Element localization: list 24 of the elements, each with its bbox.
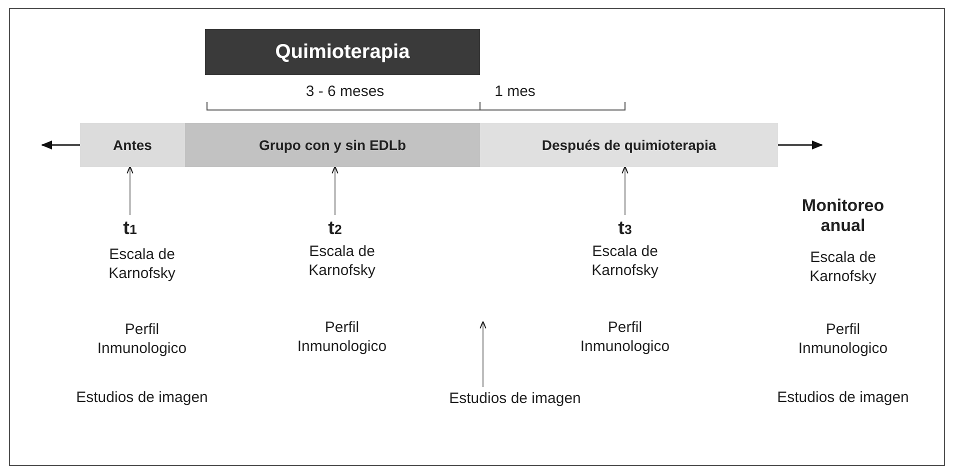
measurement-text: Escala de Karnofsky [108,245,176,283]
arrow [622,166,628,216]
timeline-segment: Grupo con y sin EDLb [185,123,480,167]
duration-label: 3 - 6 meses [304,82,386,101]
arrow [480,320,486,388]
arrow [40,140,80,150]
measurement-text: Perfil Inmunologico [296,318,388,356]
phase-banner: Quimioterapia [205,29,480,75]
phase-heading: Monitoreo anual [800,196,886,236]
arrow [332,166,338,216]
duration-label: 1 mes [494,82,536,101]
measurement-text: Estudios de imagen [435,387,595,409]
measurement-text: Escala de Karnofsky [590,242,660,280]
arrow [126,166,134,216]
measurement-text: Estudios de imagen [75,388,209,407]
timeline-segment: Después de quimioterapia [480,123,778,167]
measurement-text: Escala de Karnofsky [808,248,878,286]
measurement-text: Escala de Karnofsky [308,242,376,280]
measurement-text: Perfil Inmunologico [579,318,671,356]
measurement-text: Estudios de imagen [776,388,910,407]
measurement-text: Perfil Inmunologico [797,320,889,358]
timeline-segment: Antes [80,123,185,167]
arrow [778,140,824,150]
measurement-text: Perfil Inmunologico [96,320,188,358]
